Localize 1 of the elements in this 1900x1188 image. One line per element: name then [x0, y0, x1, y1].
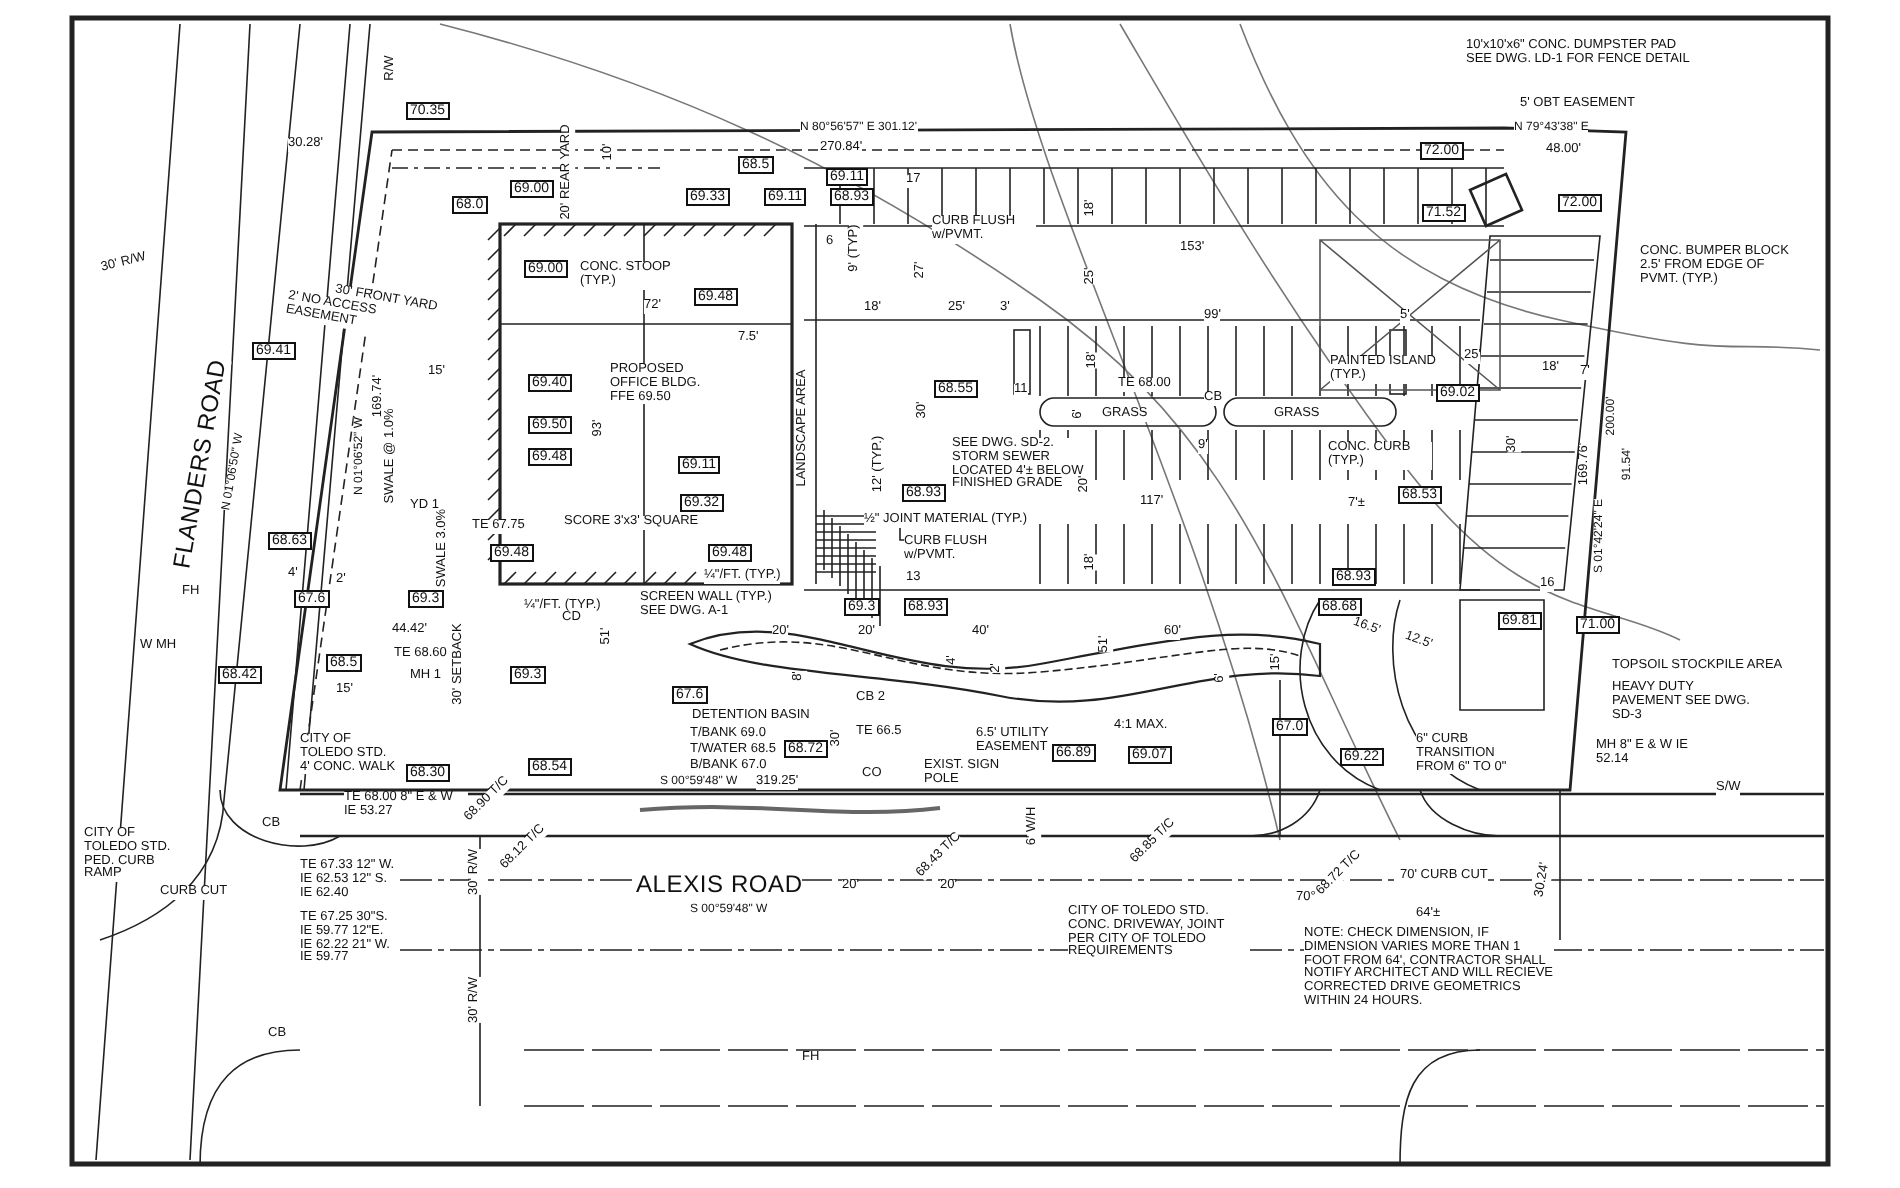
- road-name: ALEXIS ROAD: [636, 872, 803, 898]
